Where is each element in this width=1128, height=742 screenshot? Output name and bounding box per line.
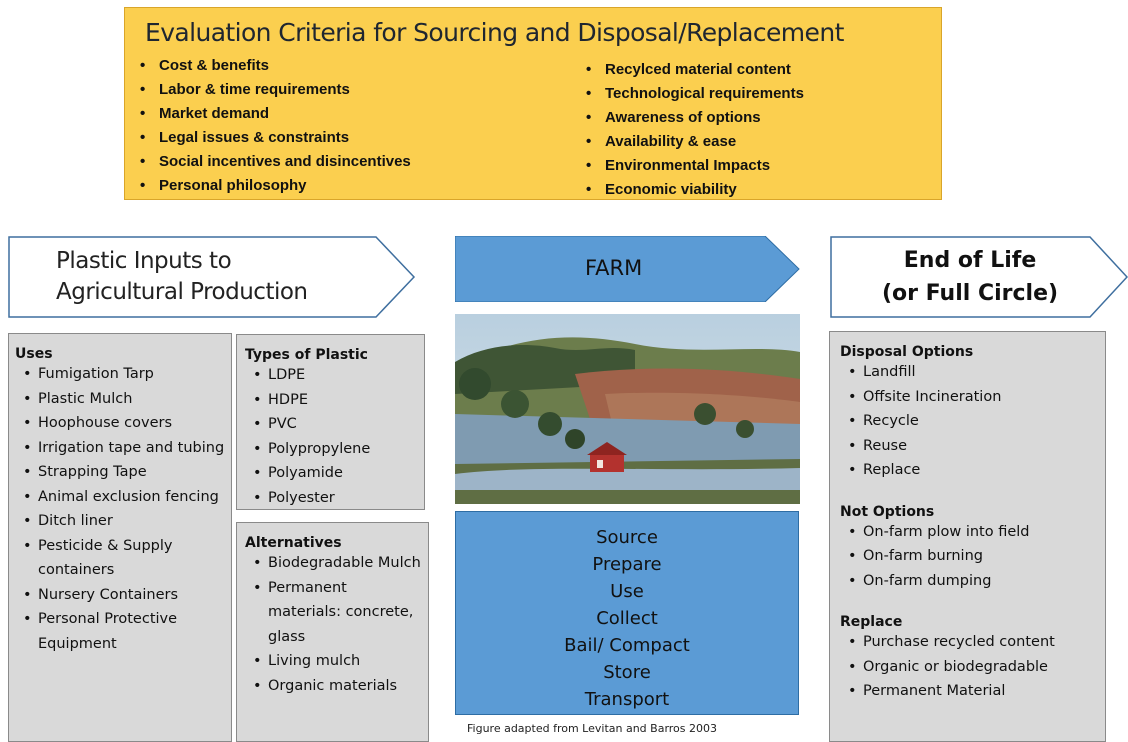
alternatives-list: Biodegradable Mulch Permanent materials:… [245,551,422,698]
criteria-item: Recylced material content [583,58,804,82]
step-item: Source [596,527,658,548]
list-item: Fumigation Tarp [15,362,225,387]
list-item: Polyamide [245,461,418,486]
uses-list: Fumigation Tarp Plastic Mulch Hoophouse … [15,362,225,656]
step-item: Collect [596,608,658,629]
list-item: On-farm plow into field [840,520,1099,545]
replace-list: Purchase recycled content Organic or bio… [840,630,1099,704]
criteria-item: Economic viability [583,178,804,202]
list-item: Organic materials [245,674,422,699]
list-item: Polypropylene [245,437,418,462]
replace-heading: Replace [840,614,903,630]
criteria-item: Awareness of options [583,106,804,130]
criteria-title: Evaluation Criteria for Sourcing and Dis… [145,18,844,47]
criteria-item: Technological requirements [583,82,804,106]
alternatives-panel: Alternatives Biodegradable Mulch Permane… [236,522,429,742]
list-item: Reuse [840,434,1099,459]
list-item: Organic or biodegradable [840,655,1099,680]
list-item: LDPE [245,363,418,388]
list-item: Personal Protective Equipment [15,607,225,656]
types-panel: Types of Plastic LDPE HDPE PVC Polypropy… [236,334,425,510]
step-item: Use [610,581,644,602]
criteria-right-list: Recylced material content Technological … [583,58,804,202]
arrow-shape-icon [8,236,416,318]
farm-label: FARM [585,256,643,280]
list-item: Permanent materials: concrete, glass [245,576,422,650]
criteria-item: Legal issues & constraints [137,126,411,150]
criteria-item: Personal philosophy [137,174,411,198]
list-item: Replace [840,458,1099,483]
list-item: Ditch liner [15,509,225,534]
step-item: Prepare [592,554,662,575]
criteria-item: Market demand [137,102,411,126]
disposal-list: Landfill Offsite Incineration Recycle Re… [840,360,1099,483]
figure-caption: Figure adapted from Levitan and Barros 2… [467,722,718,735]
alternatives-heading: Alternatives [245,535,342,551]
end-arrow-shape-icon [830,236,1128,318]
list-item: Biodegradable Mulch [245,551,422,576]
list-item: Nursery Containers [15,583,225,608]
criteria-item: Social incentives and disincentives [137,150,411,174]
criteria-item: Cost & benefits [137,54,411,78]
types-heading: Types of Plastic [245,347,368,363]
end-of-life-panel: Disposal Options Landfill Offsite Incine… [829,331,1106,742]
types-list: LDPE HDPE PVC Polypropylene Polyamide Po… [245,363,418,510]
end-of-life-arrow: End of Life (or Full Circle) [830,236,1128,318]
list-item: Living mulch [245,649,422,674]
end-title-line2: (or Full Circle) [881,281,1059,306]
criteria-item: Availability & ease [583,130,804,154]
farm-photo [455,314,800,504]
uses-heading: Uses [15,346,53,362]
list-item: Permanent Material [840,679,1099,704]
farm-arrow: FARM [455,236,801,302]
step-item: Transport [584,689,670,710]
not-options-heading: Not Options [840,503,935,520]
criteria-left-list: Cost & benefits Labor & time requirement… [137,54,411,198]
criteria-item: Labor & time requirements [137,78,411,102]
farm-arrow-shape-icon [455,236,800,302]
uses-panel: Uses Fumigation Tarp Plastic Mulch Hooph… [8,333,232,742]
step-item: Bail/ Compact [564,635,690,656]
list-item: Purchase recycled content [840,630,1099,655]
evaluation-criteria-box: Evaluation Criteria for Sourcing and Dis… [124,7,942,202]
list-item: Irrigation tape and tubing [15,436,225,461]
list-item: Recycle [840,409,1099,434]
inputs-title-line2: Agricultural Production [56,279,308,305]
list-item: On-farm burning [840,544,1099,569]
end-title-line1: End of Life [903,248,1037,273]
list-item: On-farm dumping [840,569,1099,594]
disposal-heading: Disposal Options [840,344,974,360]
list-item: PVC [245,412,418,437]
plastic-inputs-arrow: Plastic Inputs to Agricultural Productio… [8,236,416,318]
criteria-item: Environmental Impacts [583,154,804,178]
not-options-list: On-farm plow into field On-farm burning … [840,520,1099,594]
list-item: HDPE [245,388,418,413]
inputs-title-line1: Plastic Inputs to [56,248,232,274]
list-item: Landfill [840,360,1099,385]
list-item: Hoophouse covers [15,411,225,436]
step-item: Store [603,662,651,683]
list-item: Animal exclusion fencing [15,485,225,510]
farm-steps-box: Source Prepare Use Collect Bail/ Compact… [455,511,799,715]
list-item: Strapping Tape [15,460,225,485]
farm-landscape-image [455,314,800,504]
list-item: Plastic Mulch [15,387,225,412]
list-item: Offsite Incineration [840,385,1099,410]
list-item: Polyester [245,486,418,511]
list-item: Pesticide & Supply containers [15,534,225,583]
